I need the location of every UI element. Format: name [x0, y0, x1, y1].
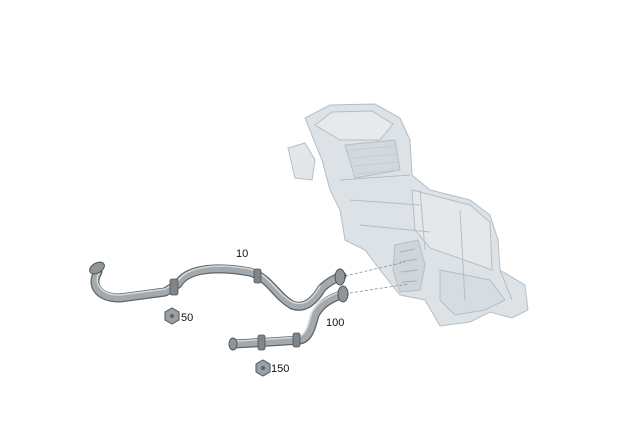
- hose-upper-body: [91, 265, 346, 310]
- hose-upper-end-fitting: [89, 261, 105, 275]
- hose-lower-connector: [337, 285, 349, 303]
- clip-part-150: [255, 359, 271, 377]
- hose-lower-end-fitting: [228, 337, 238, 351]
- hose-upper-outline: [90, 264, 347, 311]
- clip-150-hole: [261, 366, 265, 370]
- assembly-guide-lines: [344, 261, 409, 294]
- hvac-housing: [287, 103, 529, 327]
- housing-top-cover: [314, 110, 394, 141]
- port-detail: [399, 248, 419, 283]
- coolant-hose-lower: [228, 285, 349, 351]
- callout-label-50: 50: [181, 312, 194, 324]
- clip-50-hole: [170, 314, 174, 318]
- hose-upper-clamp-1: [169, 278, 179, 296]
- callout-label-100: 100: [326, 317, 345, 329]
- callout-label-150: 150: [271, 363, 290, 375]
- guide-line-upper: [344, 261, 406, 277]
- hose-upper-highlight: [96, 265, 321, 305]
- housing-edge-lines: [339, 174, 513, 301]
- housing-left-duct: [287, 142, 316, 181]
- hose-lower-clamp-2: [292, 332, 301, 348]
- hose-upper-connector: [334, 268, 346, 286]
- heater-core-port: [392, 239, 426, 293]
- clip-part-50: [164, 307, 180, 325]
- callout-label-10: 10: [236, 248, 249, 260]
- housing-right-panel: [411, 189, 493, 271]
- housing-ribs: [349, 145, 400, 175]
- hose-lower-body: [230, 290, 348, 348]
- housing-lower-panel: [439, 269, 506, 316]
- hose-upper-clamp-2: [253, 268, 262, 284]
- coolant-hose-upper: [89, 261, 347, 311]
- hose-lower-clamp: [257, 334, 266, 351]
